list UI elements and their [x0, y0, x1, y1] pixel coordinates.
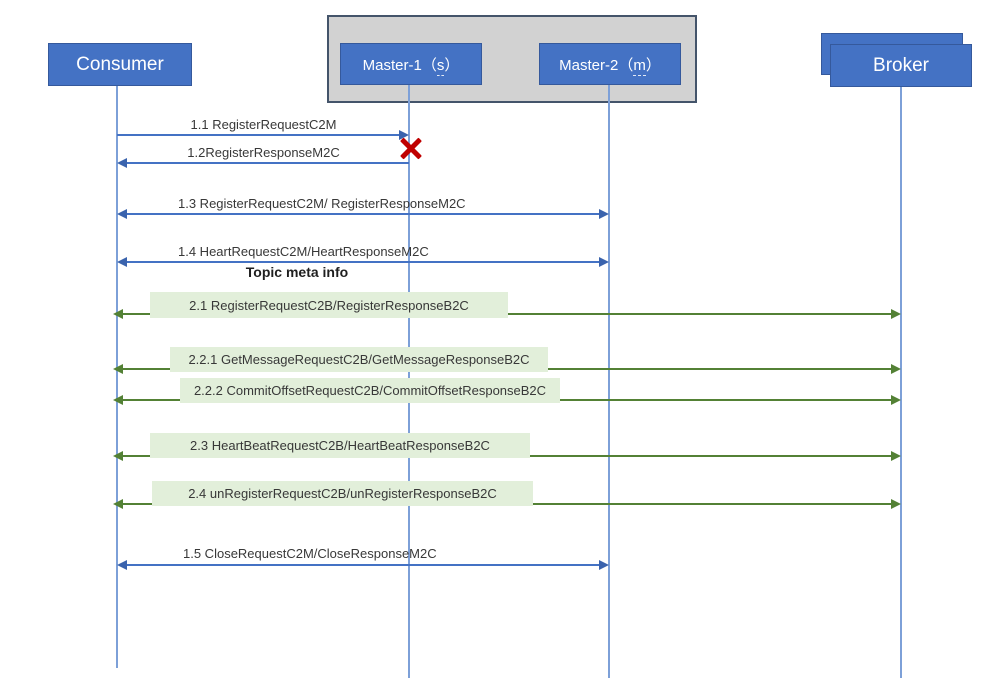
failure-x-icon [398, 135, 424, 161]
arrowhead-left-1-3 [117, 209, 127, 219]
message-label-2-3: 2.3 HeartBeatRequestC2B/HeartBeatRespons… [150, 433, 530, 458]
arrowhead-right-1-5 [599, 560, 609, 570]
arrowhead-left-2-1 [113, 309, 123, 319]
actor-master-2-label-post: ） [645, 56, 661, 74]
arrowhead-left-2-2-1 [113, 364, 123, 374]
arrowhead-right-2-1 [891, 309, 901, 319]
arrowhead-right-1-1 [399, 130, 409, 140]
message-line-1-3 [127, 213, 599, 215]
actor-master-2: Master-2（m） [539, 43, 681, 85]
message-line-1-5 [127, 564, 599, 566]
message-label-2-2-2: 2.2.2 CommitOffsetRequestC2B/CommitOffse… [180, 378, 560, 403]
arrowhead-left-1-4 [117, 257, 127, 267]
message-label-1-1: 1.1 RegisterRequestC2M [190, 117, 337, 132]
actor-master-2-label: Master-2（m） [559, 54, 661, 76]
arrowhead-right-2-4 [891, 499, 901, 509]
actor-broker-label: Broker [873, 54, 929, 76]
arrowhead-right-2-2-2 [891, 395, 901, 405]
actor-master-1: Master-1（s） [340, 43, 482, 85]
arrowhead-left-1-2 [117, 158, 127, 168]
message-label-2-4: 2.4 unRegisterRequestC2B/unRegisterRespo… [152, 481, 533, 506]
arrowhead-right-1-3 [599, 209, 609, 219]
message-label-1-4: 1.4 HeartRequestC2M/HeartResponseM2C [178, 244, 429, 259]
lifeline-consumer [116, 85, 118, 668]
actor-master-1-label-pre: Master-1（ [362, 56, 437, 74]
actor-consumer-label: Consumer [76, 53, 164, 75]
message-line-1-2 [127, 162, 409, 164]
actor-master-2-label-pre: Master-2（ [559, 56, 634, 74]
arrowhead-left-2-3 [113, 451, 123, 461]
topic-meta-info-label: Topic meta info [245, 264, 349, 280]
actor-master-2-label-role: m [633, 56, 646, 76]
arrowhead-left-2-4 [113, 499, 123, 509]
message-label-2-1: 2.1 RegisterRequestC2B/RegisterResponseB… [150, 292, 508, 318]
arrowhead-left-1-5 [117, 560, 127, 570]
actor-master-1-label-post: ） [444, 56, 460, 74]
actor-master-1-label-role: s [436, 56, 445, 76]
message-line-1-1 [117, 134, 400, 136]
actor-broker: Broker [830, 44, 972, 87]
arrowhead-right-1-4 [599, 257, 609, 267]
arrowhead-right-2-3 [891, 451, 901, 461]
actor-consumer: Consumer [48, 43, 192, 86]
message-label-2-2-1: 2.2.1 GetMessageRequestC2B/GetMessageRes… [170, 347, 548, 372]
message-label-1-5: 1.5 CloseRequestC2M/CloseResponseM2C [183, 546, 437, 561]
lifeline-master-2 [608, 85, 610, 678]
actor-master-1-label: Master-1（s） [362, 54, 460, 76]
arrowhead-left-2-2-2 [113, 395, 123, 405]
message-line-1-4 [127, 261, 599, 263]
message-label-1-3: 1.3 RegisterRequestC2M/ RegisterResponse… [178, 196, 466, 211]
message-label-1-2: 1.2RegisterResponseM2C [187, 145, 340, 160]
lifeline-broker [900, 87, 902, 678]
arrowhead-right-2-2-1 [891, 364, 901, 374]
